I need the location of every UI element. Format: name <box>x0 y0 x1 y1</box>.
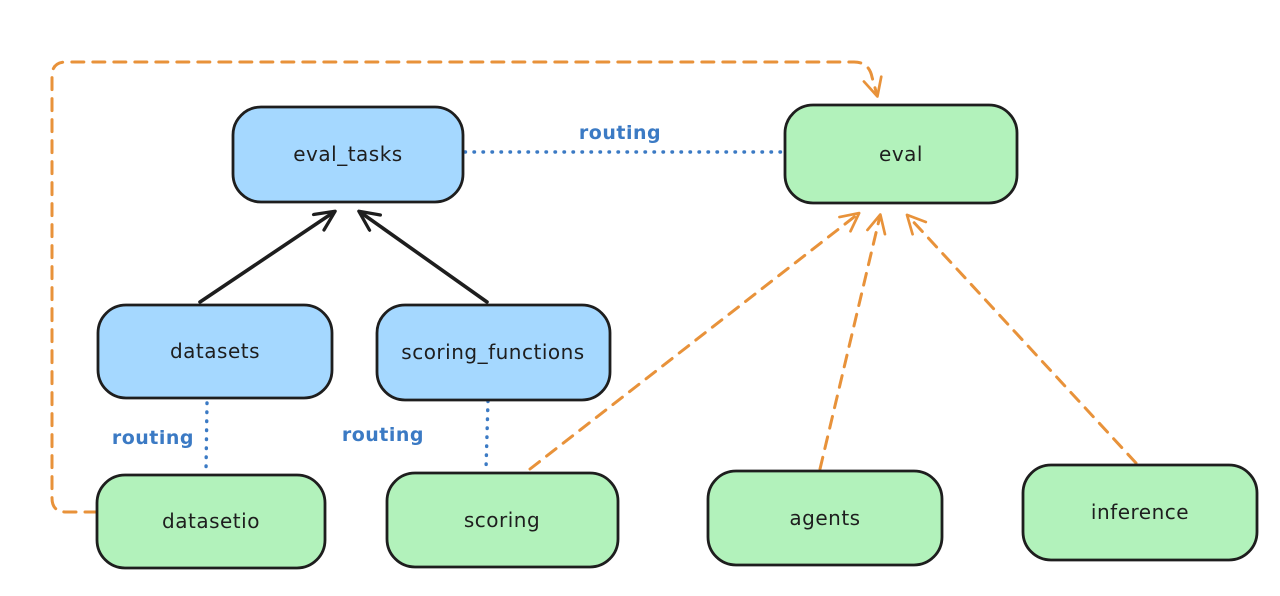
node-eval-label: eval <box>879 142 923 166</box>
node-datasetio-label: datasetio <box>162 509 260 533</box>
node-scoring-functions-box <box>375 303 612 402</box>
node-agents-label: agents <box>789 506 860 530</box>
node-agents: agents <box>706 469 944 567</box>
edge-agents-to-eval-dashed-arrow <box>818 213 887 471</box>
node-scoring-label: scoring <box>464 508 540 532</box>
node-scoring: scoring <box>385 471 620 569</box>
routing-label-scoring-functions-scoring: routing <box>342 424 424 446</box>
node-scoring-box <box>385 471 620 569</box>
node-datasetio-box <box>95 473 327 570</box>
edge-scoring-functions-to-scoring-routing-dotted <box>484 399 490 471</box>
node-datasets-label: datasets <box>170 339 260 363</box>
node-inference-box <box>1021 463 1259 562</box>
node-scoring-functions-label: scoring_functions <box>401 340 584 364</box>
node-datasets: datasets <box>96 303 334 400</box>
edge-inference-to-eval-dashed-arrow <box>905 213 1138 465</box>
node-eval-tasks-box <box>231 105 465 204</box>
node-scoring-functions: scoring_functions <box>375 303 612 402</box>
node-inference: inference <box>1021 463 1259 562</box>
edge-datasets-to-datasetio-routing-dotted <box>204 401 209 473</box>
routing-label-eval-tasks-eval: routing <box>579 122 661 144</box>
node-eval-box <box>783 103 1019 205</box>
edge-datasets-to-eval-tasks-arrow <box>198 212 334 304</box>
node-eval-tasks: eval_tasks <box>231 105 465 204</box>
node-eval: eval <box>783 103 1019 205</box>
routing-label-datasets-datasetio: routing <box>112 427 194 449</box>
node-eval-tasks-label: eval_tasks <box>293 142 402 166</box>
node-inference-label: inference <box>1091 500 1189 524</box>
edge-scoring-to-eval-dashed-arrow <box>528 211 861 471</box>
edge-scoring-functions-to-eval-tasks-arrow <box>360 212 489 304</box>
node-datasetio: datasetio <box>95 473 327 570</box>
node-agents-box <box>706 469 944 567</box>
node-datasets-box <box>96 303 334 400</box>
edge-datasetio-to-eval-dashed-arrow <box>50 60 883 514</box>
